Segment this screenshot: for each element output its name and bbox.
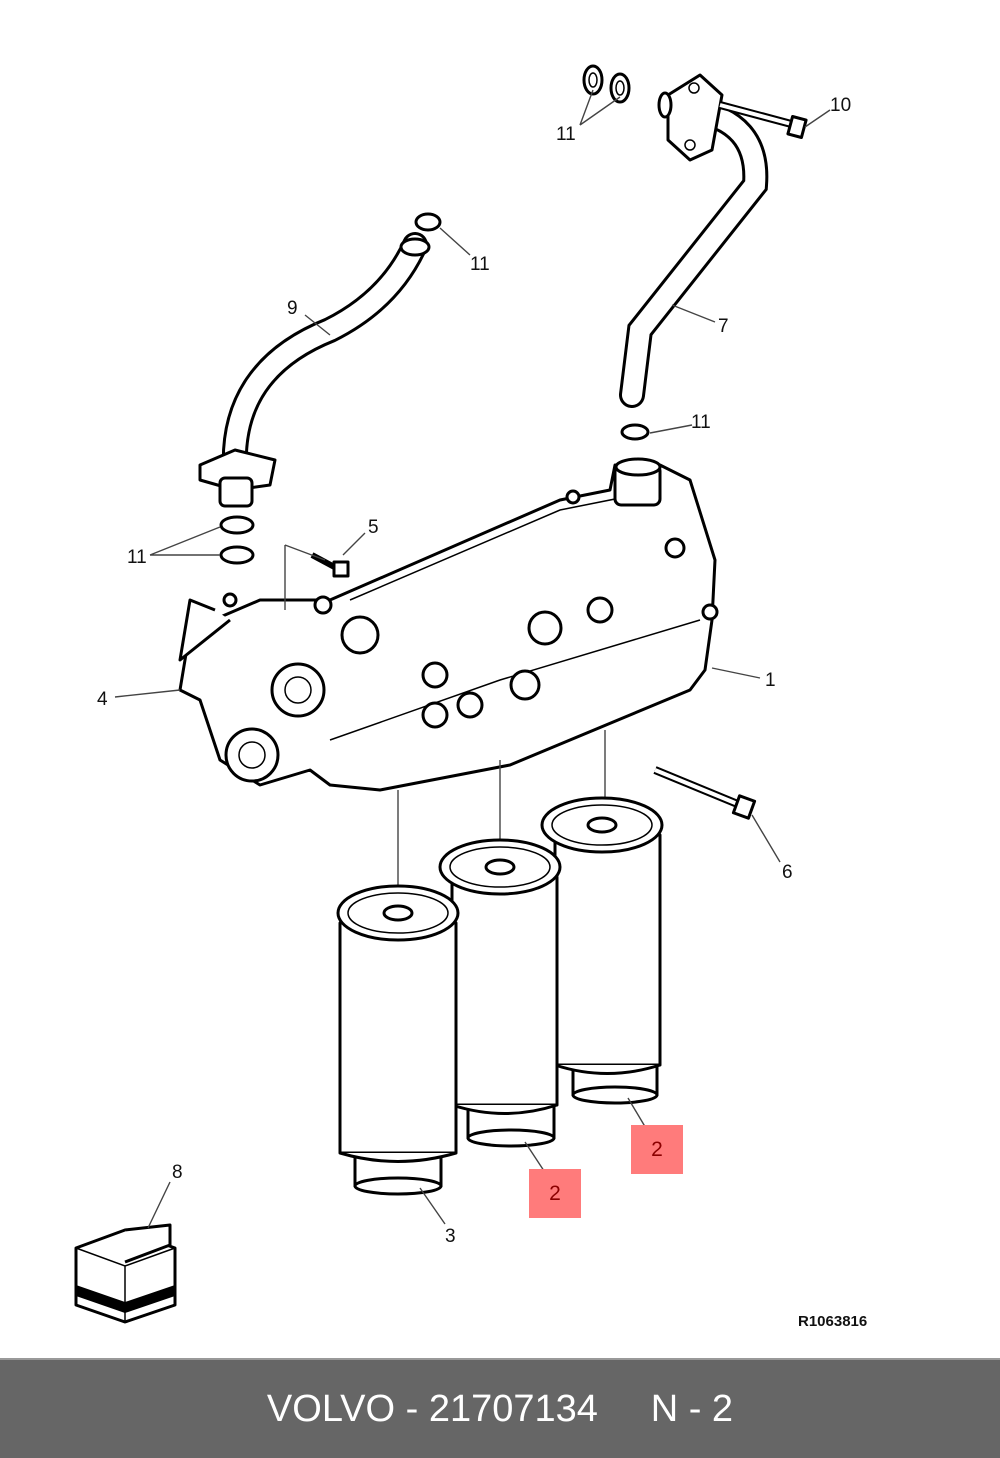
parts-diagram: 10 11 11 9 7 11 5 11 1 4 6 8 3 2 2 R1063… — [74, 64, 867, 1330]
washer-11 — [414, 212, 442, 232]
part-number: 21707134 — [428, 1387, 598, 1430]
washers-11-top — [582, 64, 631, 104]
callout-11: 11 — [127, 547, 147, 568]
pipe-9 — [198, 232, 431, 508]
kit-box-8-icon — [74, 1223, 177, 1324]
washer-11 — [219, 545, 255, 565]
callout-11: 11 — [691, 412, 711, 433]
washer-11 — [219, 515, 255, 535]
brand: VOLVO — [266, 1387, 396, 1430]
callout-10: 10 — [830, 95, 851, 116]
filter-2-middle — [438, 838, 562, 1148]
filter-2-right — [540, 796, 664, 1105]
callout-2: 2 — [651, 1138, 663, 1161]
leader-lines — [114, 89, 831, 1229]
bolt-10 — [718, 101, 808, 140]
callout-9: 9 — [287, 298, 298, 319]
reference-code: R1063816 — [798, 1313, 867, 1330]
callout-4: 4 — [97, 689, 108, 710]
highlighted-callout-2[interactable]: 2 — [529, 1169, 581, 1218]
callout-2: 2 — [549, 1182, 561, 1205]
callout-6: 6 — [782, 862, 793, 883]
callout-11: 11 — [556, 124, 576, 145]
pipe-7 — [619, 73, 769, 408]
callout-5: 5 — [368, 517, 379, 538]
bolt-6 — [653, 766, 757, 820]
callout-7: 7 — [718, 316, 729, 337]
washer-11 — [620, 423, 650, 441]
callout-3: 3 — [445, 1226, 456, 1247]
bolt-5 — [310, 552, 350, 578]
footer-bar: VOLVO - 21707134 N - 2 — [0, 1358, 1000, 1458]
highlighted-callout-2[interactable]: 2 — [631, 1125, 683, 1174]
oil-filter-housing-1 — [178, 457, 719, 792]
callout-1: 1 — [765, 670, 776, 691]
filter-3 — [336, 884, 460, 1196]
callout-8: 8 — [172, 1162, 183, 1183]
callout-11: 11 — [470, 254, 490, 275]
position-label: N - 2 — [650, 1387, 734, 1430]
